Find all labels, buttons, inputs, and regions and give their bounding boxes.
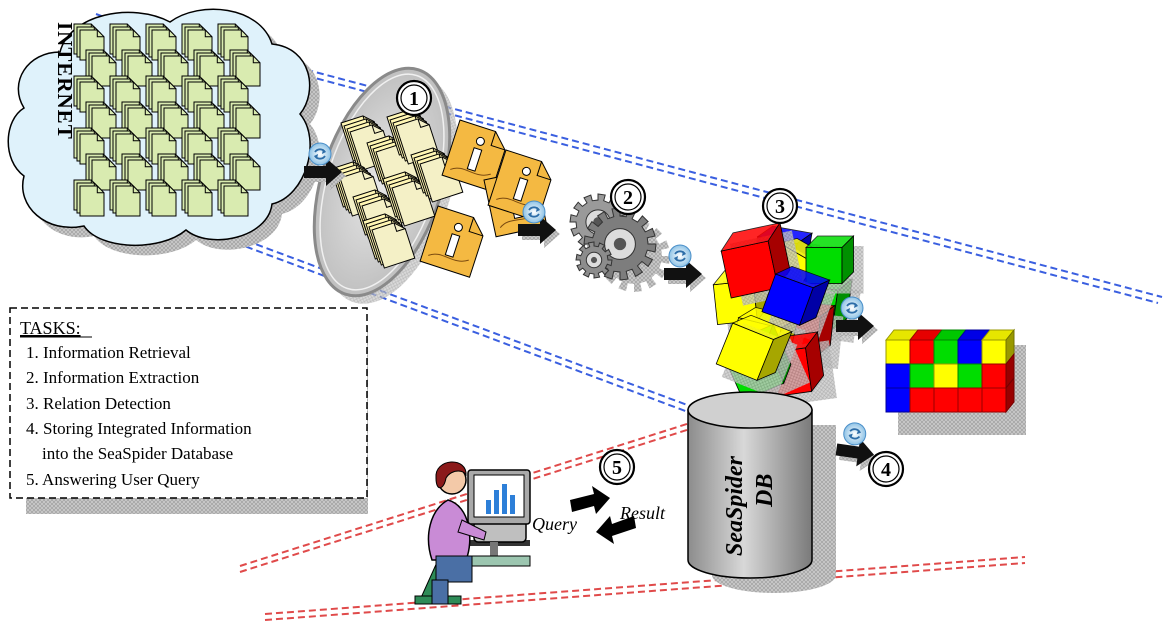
flow-arrow (304, 142, 346, 190)
retrieval-stage (312, 66, 552, 304)
database-label-line2: DB (752, 474, 778, 508)
document-icon (223, 185, 249, 217)
integrated-cube-grid (884, 328, 1026, 435)
grid-cube (885, 363, 911, 389)
tasks-heading: TASKS: (20, 318, 81, 338)
grid-cube (933, 363, 959, 389)
user-computer-icon (414, 461, 531, 605)
flow-arrow (835, 422, 878, 471)
recycle-icon (840, 296, 864, 320)
arrow-icon (836, 312, 878, 344)
info-document-icon (441, 119, 506, 192)
arrow-icon (835, 438, 878, 471)
recycle-icon (668, 244, 692, 268)
grid-cube (981, 339, 1007, 365)
extraction-gears (569, 193, 670, 292)
result-arrow-icon (596, 516, 636, 544)
flow-arrow (518, 200, 560, 248)
document-icon (115, 185, 141, 217)
grid-cube (933, 387, 959, 413)
document-icon (235, 55, 261, 87)
step-circles: 1 2 3 4 5 (395, 79, 905, 488)
document-icon (79, 185, 105, 217)
grid-cube-side (1005, 376, 1015, 414)
step-4-circle: 4 (867, 450, 905, 488)
tasks-box: TASKS: 1. Information Retrieval 2. Infor… (9, 307, 368, 514)
step-2-circle: 2 (609, 178, 647, 216)
grid-cube (981, 363, 1007, 389)
step-1-circle: 1 (395, 79, 433, 117)
recycle-icon (308, 142, 332, 166)
flow-arrows (304, 142, 878, 471)
database-label-line1: SeaSpider (722, 455, 748, 556)
recycle-icon (843, 422, 867, 446)
step-number: 4 (881, 459, 891, 481)
arrow-icon (664, 260, 706, 292)
task-item: 3. Relation Detection (26, 394, 171, 413)
flow-arrow (836, 296, 878, 344)
cloud-document-stack (73, 23, 261, 217)
retrieved-document-stack (330, 109, 464, 269)
document-icon (235, 159, 261, 191)
step-3-circle: 3 (761, 187, 799, 225)
gear-icon (575, 241, 613, 279)
query-label: Query (532, 514, 577, 534)
step-number: 2 (623, 187, 633, 209)
grid-cube (957, 339, 983, 365)
grid-cube (909, 387, 935, 413)
user-at-computer: Query Result (414, 461, 666, 605)
task-item: 1. Information Retrieval (26, 343, 191, 362)
flow-arrow (664, 244, 706, 292)
arrow-icon (304, 158, 346, 190)
step-number: 3 (775, 196, 785, 218)
document-icon (187, 185, 213, 217)
gear-icon (583, 207, 670, 292)
step-5-circle: 5 (598, 448, 636, 486)
relation-cube-pile (712, 221, 864, 407)
document-icon (151, 185, 177, 217)
task-item: into the SeaSpider Database (42, 444, 233, 463)
grid-cube (885, 339, 911, 365)
grid-cube (957, 363, 983, 389)
info-document-icon (419, 205, 484, 278)
info-document-stack (419, 119, 552, 278)
task-item: 4. Storing Integrated Information (26, 419, 252, 438)
database-icon (687, 391, 836, 593)
arrow-icon (518, 216, 560, 248)
cube-icon (715, 314, 798, 399)
step-number: 5 (612, 457, 622, 479)
internet-cloud: INTERNET (7, 8, 321, 256)
query-arrow-icon (570, 486, 610, 514)
task-item: 2. Information Extraction (26, 368, 200, 387)
grid-cube (909, 339, 935, 365)
grid-cube (933, 339, 959, 365)
grid-cube (885, 387, 911, 413)
grid-cube (909, 363, 935, 389)
internet-label: INTERNET (53, 22, 77, 140)
task-item: 5. Answering User Query (26, 470, 200, 489)
cube-icon (761, 265, 836, 343)
cube-icon (805, 235, 864, 294)
database-cylinder: SeaSpider DB (687, 391, 836, 593)
grid-cube (957, 387, 983, 413)
red-dashed-lines (239, 422, 1026, 621)
step-number: 1 (409, 88, 419, 110)
document-icon (371, 222, 416, 269)
grid-cube (981, 387, 1007, 413)
recycle-icon (522, 200, 546, 224)
